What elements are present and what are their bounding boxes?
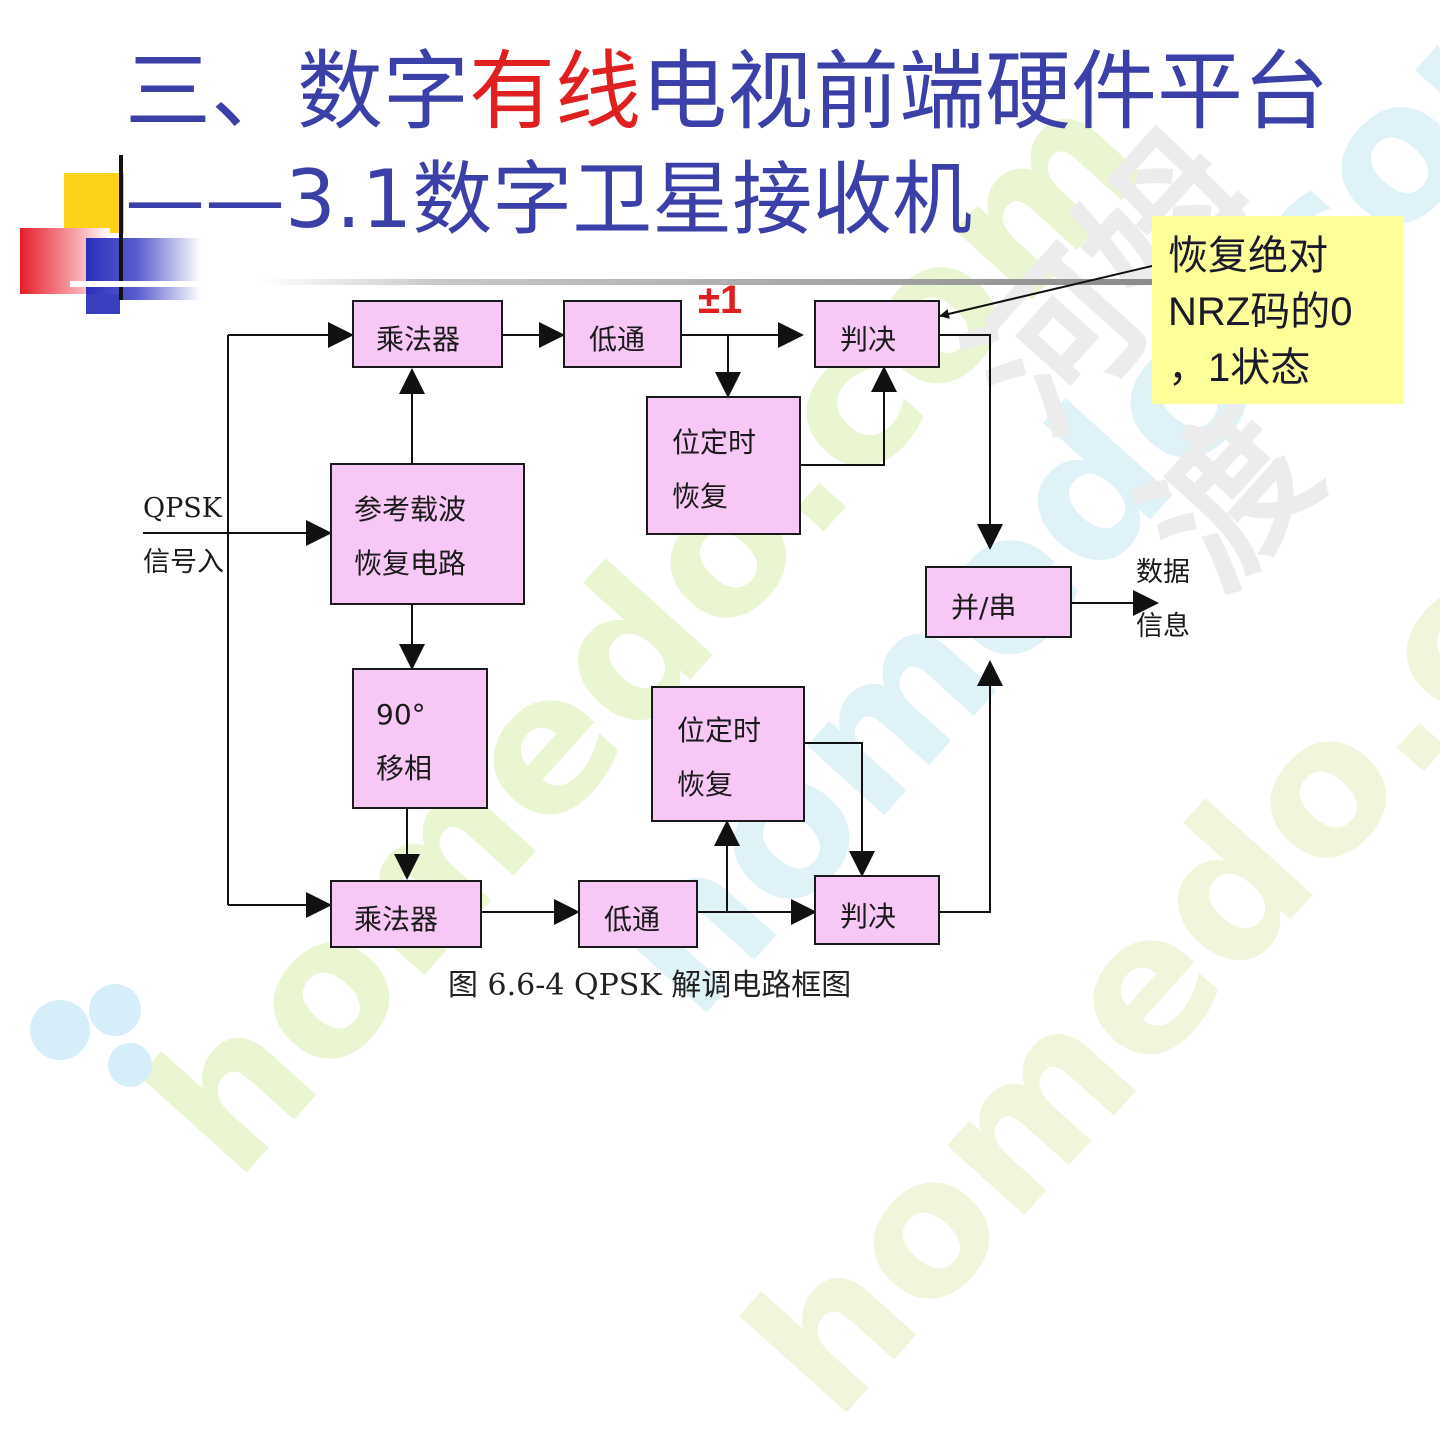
timing-top-label-1: 位定时 (672, 426, 757, 459)
phase-shift-block: 90° 移相 (352, 668, 488, 809)
multiplier-top-label: 乘法器 (376, 323, 461, 356)
output-label-1: 数据 (1136, 557, 1190, 588)
phase-label-2: 移相 (376, 752, 433, 785)
lowpass-top-block: 低通 (563, 300, 682, 368)
lowpass-top-label: 低通 (589, 323, 646, 356)
timing-top-label-2: 恢复 (672, 480, 729, 513)
decision-top-block: 判决 (814, 300, 940, 368)
input-label: QPSK 信号入 (143, 482, 224, 590)
deco-blue-square-small (86, 294, 120, 314)
input-label-2: 信号入 (143, 547, 224, 578)
timing-bottom-label-2: 恢复 (677, 768, 734, 801)
carrier-label-1: 参考载波 (354, 493, 467, 526)
deco-yellow-square (64, 173, 124, 233)
deco-white-bar (70, 281, 200, 287)
watermark-logo-icon (30, 984, 152, 1087)
multiplier-bottom-label: 乘法器 (354, 903, 439, 936)
diagram-wires (143, 265, 1159, 925)
callout-line-3: ，1状态 (1168, 346, 1311, 390)
callout-line-1: 恢复绝对 (1168, 234, 1328, 278)
multiplier-top-block: 乘法器 (352, 300, 503, 368)
title-highlight: 有线 (469, 42, 641, 142)
timing-top-block: 位定时恢复 (646, 396, 801, 535)
timing-bottom-label-1: 位定时 (677, 714, 762, 747)
deco-blue-square (86, 238, 201, 300)
plus-minus-one-label: ±1 (698, 278, 743, 322)
output-label-2: 信息 (1136, 611, 1190, 642)
slide-title: 三、数字有线电视前端硬件平台 (125, 42, 1329, 142)
title-rule (260, 279, 1160, 285)
carrier-recovery-block: 参考载波恢复电路 (330, 463, 525, 605)
output-label: 数据信息 (1136, 546, 1190, 654)
deco-vertical-line (119, 155, 123, 300)
title-prefix: 三、数字 (125, 42, 469, 142)
timing-bottom-block: 位定时恢复 (651, 686, 805, 822)
lowpass-bottom-block: 低通 (578, 880, 698, 948)
decision-top-label: 判决 (840, 323, 897, 356)
multiplier-bottom-block: 乘法器 (330, 880, 482, 948)
carrier-label-2: 恢复电路 (354, 547, 467, 580)
callout-line-2: NRZ码的0 (1168, 290, 1353, 334)
slide-subtitle: ——3.1数字卫星接收机 (125, 153, 973, 246)
input-label-1: QPSK (143, 493, 222, 524)
phase-label-1: 90° (376, 698, 426, 731)
ps-converter-label: 并/串 (951, 591, 1017, 624)
ps-converter-block: 并/串 (925, 566, 1072, 638)
decision-bottom-block: 判决 (814, 875, 940, 945)
decision-bottom-label: 判决 (840, 900, 897, 933)
figure-caption: 图 6.6-4 QPSK 解调电路框图 (448, 968, 852, 1003)
lowpass-bottom-label: 低通 (604, 903, 661, 936)
title-suffix: 电视前端硬件平台 (641, 42, 1329, 142)
callout-note: 恢复绝对 NRZ码的0 ，1状态 (1152, 216, 1404, 404)
